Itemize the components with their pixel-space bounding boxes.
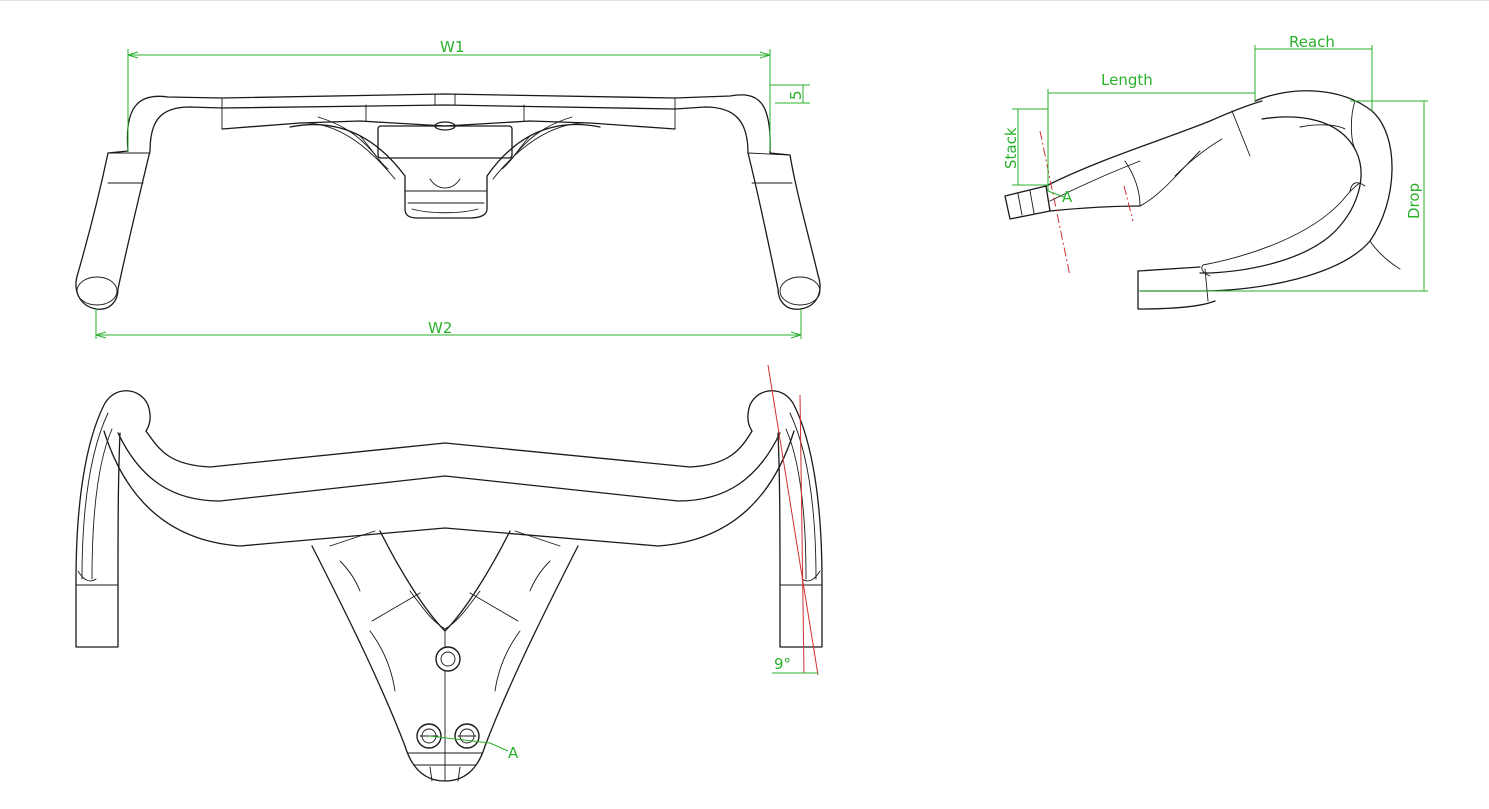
- top-point-a-label: A: [508, 744, 519, 762]
- length-label: Length: [1101, 71, 1153, 89]
- front-view: W1 W2 5: [75, 38, 821, 339]
- reach-label: Reach: [1289, 33, 1335, 51]
- w2-label: W2: [428, 319, 452, 337]
- w1-label: W1: [440, 38, 464, 56]
- top-view: A 9°: [75, 364, 823, 782]
- rise-label: 5: [787, 90, 805, 100]
- drop-label: Drop: [1405, 183, 1423, 219]
- stack-label: Stack: [1002, 127, 1020, 169]
- side-view: Reach Length Stack Drop A: [1002, 33, 1428, 310]
- side-point-a-label: A: [1062, 188, 1073, 206]
- angle-label: 9°: [774, 655, 791, 673]
